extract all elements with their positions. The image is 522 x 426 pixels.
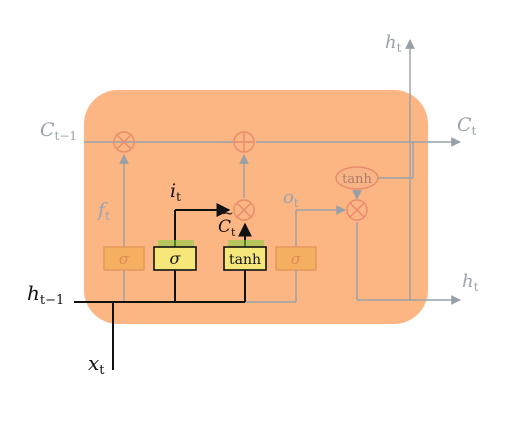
label-h-t-right: ht [462, 271, 479, 294]
candidate-gate-label: tanh [229, 252, 261, 268]
forget-gate: σ [103, 246, 145, 271]
output-gate-label: σ [291, 250, 302, 268]
label-f-t: ft [96, 199, 110, 223]
label-i-t: it [170, 180, 181, 204]
input-gate-label: σ [170, 249, 182, 268]
input-times-op [233, 199, 255, 221]
output-gate: σ [275, 246, 317, 271]
dark-connections [74, 203, 252, 370]
cell-plus-op [233, 131, 255, 153]
forget-gate-label: σ [119, 250, 130, 268]
cell-background [84, 90, 428, 324]
label-x-t: xt [88, 351, 105, 378]
input-gate: σ [153, 240, 197, 271]
label-c-prev: Ct−1 [40, 119, 77, 143]
label-o-t: ot [283, 187, 299, 210]
faint-connections [84, 39, 461, 305]
c-tilde-mark: ~ [222, 206, 234, 222]
label-c-tilde: Ct [218, 217, 236, 239]
output-times-op [346, 199, 368, 221]
label-c-t: Ct [457, 114, 477, 138]
tanh-op: tanh [335, 166, 379, 190]
label-h-t-top: ht [385, 32, 402, 55]
candidate-gate: tanh [223, 240, 267, 271]
tanh-op-label: tanh [342, 172, 372, 187]
forget-times-op [113, 131, 135, 153]
label-h-prev: ht−1 [27, 281, 64, 308]
